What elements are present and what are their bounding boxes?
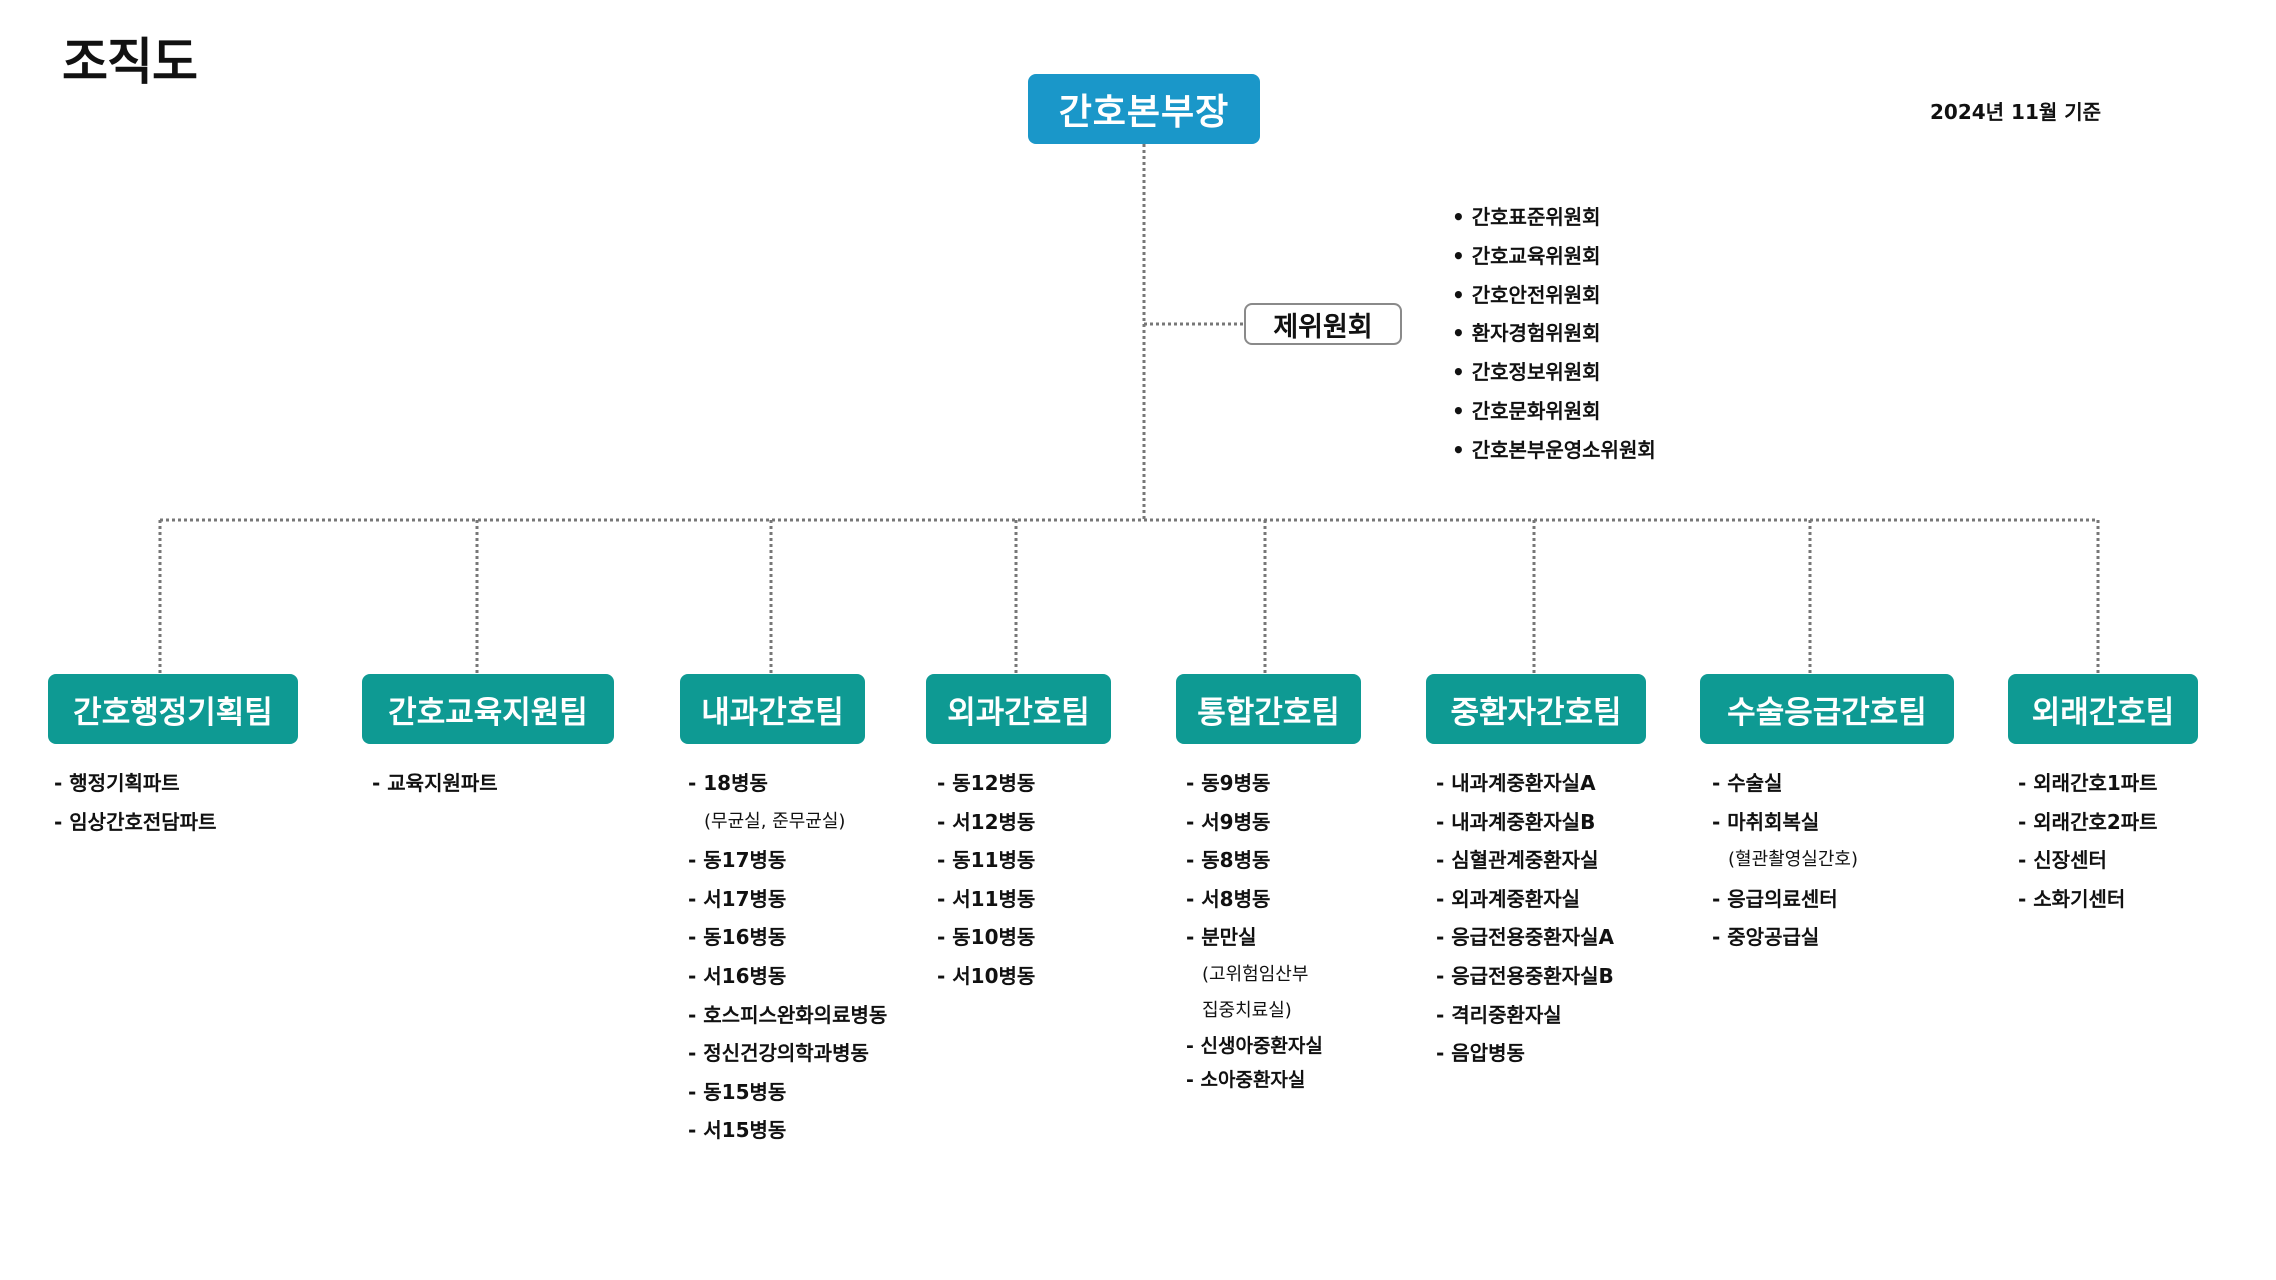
team-box-surgery-emergency: 수술응급간호팀 <box>1700 674 1954 744</box>
list-item: 동11병동 <box>937 841 1035 880</box>
list-item: 동16병동 <box>688 918 887 957</box>
list-item: 동17병동 <box>688 841 887 880</box>
team-box-admin-planning: 간호행정기획팀 <box>48 674 298 744</box>
team-list-surgery: 동12병동 서12병동 동11병동 서11병동 동10병동 서10병동 <box>937 764 1035 996</box>
committee-item: 간호본부운영소위원회 <box>1452 431 1656 470</box>
list-item-note: (무균실, 준무균실) <box>704 810 846 832</box>
team-list-integrated: 동9병동 서9병동 동8병동 서8병동 분만실 (고위험임산부 집중치료실) 신… <box>1186 764 1323 1097</box>
list-item: 내과계중환자실A <box>1436 764 1614 803</box>
list-item: 마취회복실 <box>1712 803 1858 842</box>
list-item: 신생아중환자실 <box>1186 1029 1323 1063</box>
list-item: 서12병동 <box>937 803 1035 842</box>
list-item: 내과계중환자실B <box>1436 803 1614 842</box>
list-item: 18병동 <box>688 764 887 803</box>
team-box-integrated: 통합간호팀 <box>1176 674 1361 744</box>
committee-item: 간호교육위원회 <box>1452 237 1656 276</box>
list-item: 격리중환자실 <box>1436 996 1614 1035</box>
committee-item: 간호안전위원회 <box>1452 276 1656 315</box>
team-box-outpatient: 외래간호팀 <box>2008 674 2198 744</box>
list-item: 서9병동 <box>1186 803 1323 842</box>
list-item: 소화기센터 <box>2018 880 2158 919</box>
team-list-surgery-emergency: 수술실 마취회복실 (혈관촬영실간호) 응급의료센터 중앙공급실 <box>1712 764 1858 957</box>
list-item: 외래간호1파트 <box>2018 764 2157 803</box>
team-box-intensive-care: 중환자간호팀 <box>1426 674 1646 744</box>
list-item: 서16병동 <box>688 957 887 996</box>
list-item: 응급전용중환자실A <box>1436 918 1614 957</box>
list-item: 신장센터 <box>2018 841 2158 880</box>
list-item: 서10병동 <box>937 957 1035 996</box>
head-nursing-director-box: 간호본부장 <box>1028 74 1260 144</box>
list-item: 동9병동 <box>1186 764 1323 803</box>
team-list-intensive-care: 내과계중환자실A 내과계중환자실B 심혈관계중환자실 외과계중환자실 응급전용중… <box>1436 764 1614 1073</box>
list-item: 행정기획파트 <box>54 764 216 803</box>
committee-item: 간호표준위원회 <box>1452 198 1656 237</box>
committee-box: 제위원회 <box>1244 303 1402 345</box>
committee-item: 간호정보위원회 <box>1452 353 1656 392</box>
list-item: 심혈관계중환자실 <box>1436 841 1614 880</box>
list-item: 소아중환자실 <box>1186 1063 1323 1097</box>
list-item: 중앙공급실 <box>1712 918 1858 957</box>
team-box-surgery: 외과간호팀 <box>926 674 1111 744</box>
as-of-date: 2024년 11월 기준 <box>1930 100 2102 124</box>
page-title: 조직도 <box>62 33 198 91</box>
list-item: 동15병동 <box>688 1073 887 1112</box>
list-item: 정신건강의학과병동 <box>688 1034 887 1073</box>
list-item: 음압병동 <box>1436 1034 1614 1073</box>
list-item: 서17병동 <box>688 880 887 919</box>
list-item: 임상간호전담파트 <box>54 803 216 842</box>
list-item: 응급전용중환자실B <box>1436 957 1614 996</box>
list-item-note: 집중치료실) <box>1202 999 1292 1021</box>
list-item: 외과계중환자실 <box>1436 880 1614 919</box>
list-item: 교육지원파트 <box>372 764 497 803</box>
team-list-outpatient: 외래간호1파트 외래간호2파트 신장센터 소화기센터 <box>2018 764 2158 919</box>
list-item-note: (고위험임산부 <box>1202 963 1309 985</box>
list-item: 호스피스완화의료병동 <box>688 996 887 1035</box>
committee-list: 간호표준위원회 간호교육위원회 간호안전위원회 환자경험위원회 간호정보위원회 … <box>1452 198 1656 470</box>
team-box-education-support: 간호교육지원팀 <box>362 674 614 744</box>
list-item: 서15병동 <box>688 1111 887 1150</box>
list-item: 수술실 <box>1712 764 1858 803</box>
list-item: 외래간호2파트 <box>2018 803 2157 842</box>
team-list-admin-planning: 행정기획파트 임상간호전담파트 <box>54 764 216 841</box>
list-item-note: (혈관촬영실간호) <box>1728 849 1858 871</box>
committee-item: 환자경험위원회 <box>1452 314 1656 353</box>
list-item: 서8병동 <box>1186 880 1323 919</box>
team-list-education-support: 교육지원파트 <box>372 764 497 803</box>
list-item: 서11병동 <box>937 880 1035 919</box>
list-item: 동12병동 <box>937 764 1035 803</box>
list-item: 동8병동 <box>1186 841 1323 880</box>
list-item: 동10병동 <box>937 918 1035 957</box>
team-list-internal-medicine: 18병동 (무균실, 준무균실) 동17병동 서17병동 동16병동 서16병동… <box>688 764 887 1150</box>
committee-item: 간호문화위원회 <box>1452 392 1656 431</box>
list-item: 응급의료센터 <box>1712 880 1858 919</box>
team-box-internal-medicine: 내과간호팀 <box>680 674 865 744</box>
list-item: 분만실 <box>1186 918 1323 957</box>
